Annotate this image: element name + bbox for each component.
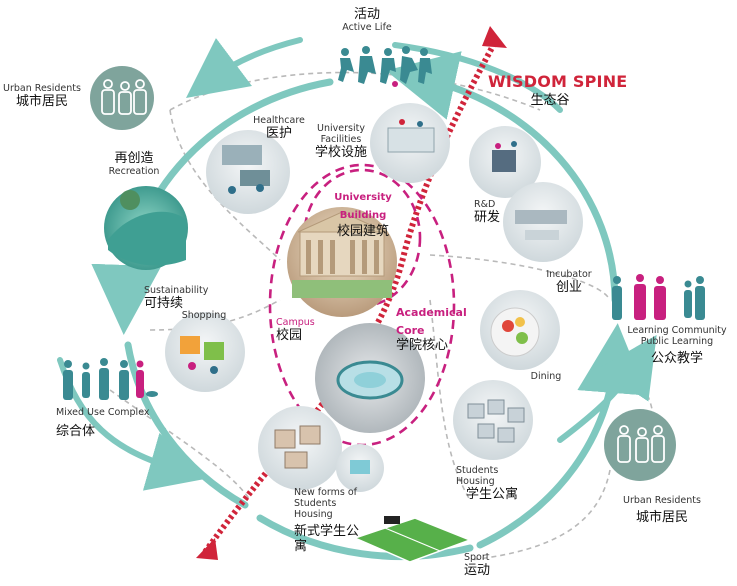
label-healthcare: Healthcare 医护 (253, 115, 305, 141)
label-mixed-use-complex: Mixed Use Complex 综合体 (56, 407, 150, 439)
label-university-facilities: University Facilities 学校设施 (314, 123, 367, 160)
rd-illustration (469, 126, 541, 198)
wisdom-spine-arrow (196, 26, 507, 560)
university-facilities-illustration (370, 103, 450, 183)
new-forms-housing-illustration (258, 406, 384, 492)
label-campus: Campus 校园 (276, 317, 315, 343)
label-urban-residents-top: Urban Residents 城市居民 (3, 83, 81, 109)
shopping-illustration (165, 312, 245, 392)
healthcare-illustration (206, 130, 290, 214)
label-recreation: 再创造 Recreation (108, 151, 160, 177)
label-ecology-valley: 生态谷 (530, 93, 570, 108)
label-shopping: Shopping (181, 310, 227, 321)
label-sustainability: Sustainability 可持续 (144, 285, 209, 311)
label-dining: Dining (530, 371, 562, 382)
resident-family-icon (604, 409, 676, 481)
academical-core-plaza-illustration (315, 323, 425, 433)
label-urban-residents-bottom: Urban Residents 城市居民 (623, 495, 701, 525)
people-group-icon (612, 274, 705, 320)
people-group-icon (338, 46, 432, 87)
label-students-housing: Students Housing 学生公寓 (456, 465, 519, 502)
label-learning-community: Learning Community Public Learning 公众教学 (627, 325, 727, 366)
label-academical-core: Academical Core 学院核心 (396, 306, 467, 353)
recreation-illustration (104, 186, 188, 270)
label-active-life: 活动 Active Life (342, 7, 392, 33)
dining-illustration (480, 290, 560, 370)
resident-family-icon (90, 66, 154, 130)
university-building-illustration (287, 207, 397, 317)
people-group-icon (63, 358, 158, 400)
label-incubator: Incubator 创业 (546, 269, 592, 295)
label-new-forms-housing: New forms of Students Housing 新式学生公寓 (294, 487, 360, 554)
label-rd: R&D 研发 (474, 199, 501, 225)
incubator-illustration (503, 182, 583, 262)
label-university-building: University Building 校园建筑 (334, 192, 392, 239)
students-housing-illustration (453, 380, 533, 460)
sport-field-illustration (352, 516, 473, 563)
wisdom-spine-title: WISDOM SPINE (488, 72, 628, 91)
label-sport: Sport 运动 (464, 552, 491, 578)
